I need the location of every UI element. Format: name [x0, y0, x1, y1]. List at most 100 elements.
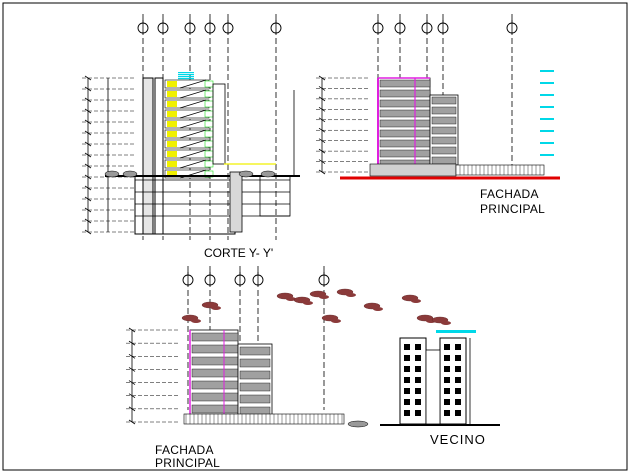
section-yellow-fill — [167, 91, 177, 97]
section-yellow-fill — [167, 111, 177, 117]
neighbor-window — [415, 377, 421, 383]
tree-canopy — [286, 297, 296, 301]
neighbor-window — [444, 410, 450, 416]
level-tick — [84, 130, 92, 136]
neighbor-window — [404, 366, 410, 372]
level-tick — [128, 393, 136, 399]
tree-canopy — [331, 319, 341, 323]
section-ground-fill — [122, 170, 138, 178]
level-tick — [84, 229, 92, 235]
section-green-element — [204, 130, 214, 138]
neighbor-window — [444, 399, 450, 405]
neighbor-connector — [425, 349, 441, 425]
level-tick — [128, 340, 136, 346]
neighbor-window — [455, 355, 461, 361]
section-yellow-fill — [167, 121, 177, 127]
level-tick — [84, 119, 92, 125]
level-tick — [318, 96, 326, 102]
level-tick — [84, 108, 92, 114]
section-core-column — [154, 77, 164, 235]
facade-top-wing-band — [431, 126, 457, 135]
tree-canopy — [411, 299, 421, 303]
section-stair-flight — [179, 149, 207, 159]
facade-bottom-floor-band — [191, 344, 239, 354]
facade-top-floor-band — [379, 89, 431, 98]
facade-bottom-drawing — [126, 266, 451, 425]
facade-bottom-title-line1: FACHADA — [155, 443, 214, 457]
section-green-element — [204, 110, 214, 118]
facade-top-floor-band — [379, 119, 431, 128]
neighbor-window — [455, 366, 461, 372]
section-stair-flight — [179, 119, 207, 129]
level-tick — [318, 107, 326, 112]
neighbor-window — [444, 355, 450, 361]
facade-bottom-wing — [237, 343, 273, 417]
section-stair-flight — [179, 129, 207, 139]
level-tick — [318, 138, 326, 143]
section-drawing — [82, 14, 300, 240]
level-tick — [84, 141, 92, 147]
level-tick — [318, 148, 326, 154]
section-cyan-rail — [178, 72, 194, 74]
facade-top-wing-band — [431, 136, 457, 145]
level-tick — [84, 97, 92, 103]
facade-top-cyan-tag — [540, 118, 554, 120]
level-tick — [84, 86, 92, 92]
level-tick — [318, 169, 326, 175]
section-yellow-fill — [167, 141, 177, 147]
facade-bottom-floor-band — [191, 356, 239, 366]
facade-top-floor-band — [379, 139, 431, 148]
facade-top-cyan-tag — [540, 154, 554, 156]
facade-top-cyan-tag — [540, 70, 554, 72]
section-yellow-fill — [167, 161, 177, 167]
section-core-column — [142, 77, 154, 235]
neighbor-window — [404, 377, 410, 383]
facade-bottom-floor-band — [191, 332, 239, 342]
section-title: CORTE Y- Y' — [204, 246, 274, 260]
section-yellow-fill — [167, 81, 177, 87]
section-yellow-fill — [167, 171, 177, 177]
section-stair-flight — [179, 139, 207, 149]
section-green-element — [204, 80, 214, 88]
neighbor-ground-fill — [347, 420, 369, 428]
level-tick — [84, 152, 92, 158]
facade-bottom-wing-band — [239, 370, 271, 380]
section-green-element — [204, 160, 214, 168]
facade-top-cyan-tag — [540, 106, 554, 108]
neighbor-drawing — [347, 330, 500, 428]
level-tick — [128, 406, 136, 412]
section-right-wall — [212, 83, 226, 165]
facade-bottom-title-line2: PRINCIPAL — [155, 456, 221, 470]
tree-canopy — [191, 319, 201, 323]
neighbor-window — [404, 388, 410, 394]
level-tick — [318, 117, 326, 123]
section-yellow-fill — [167, 151, 177, 157]
facade-bottom-floor-band — [191, 380, 239, 390]
section-ground-fill — [104, 170, 120, 178]
section-stair-flight — [179, 159, 207, 169]
neighbor-ground-line — [380, 424, 500, 426]
facade-top-wing-band — [431, 156, 457, 165]
level-tick — [318, 127, 326, 133]
neighbor-window — [415, 388, 421, 394]
neighbor-window — [415, 399, 421, 405]
facade-top-wing-band — [431, 106, 457, 115]
facade-top-floor-band — [379, 109, 431, 118]
neighbor-window — [404, 399, 410, 405]
level-tick — [128, 380, 136, 385]
neighbor-window — [444, 366, 450, 372]
facade-bottom-wing-band — [239, 394, 271, 404]
level-tick — [84, 185, 92, 191]
section-cyan-rail — [178, 78, 194, 80]
neighbor-cyan-roof — [436, 330, 476, 333]
neighbor-window — [415, 366, 421, 372]
neighbor-tower-left — [399, 337, 427, 425]
neighbor-window — [444, 344, 450, 350]
facade-top-title-line2: PRINCIPAL — [480, 202, 546, 216]
facade-bottom-floor-band — [191, 392, 239, 402]
facade-bottom-floor-band — [191, 404, 239, 414]
neighbor-building-title: VECINO — [430, 432, 486, 447]
level-tick — [318, 86, 326, 91]
